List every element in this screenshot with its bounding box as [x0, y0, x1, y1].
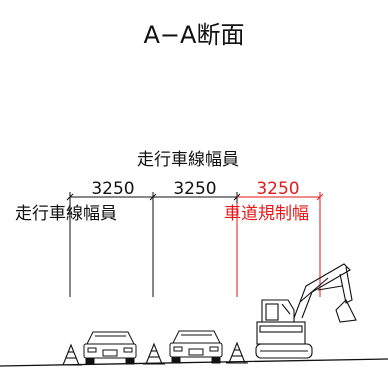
dimension-line	[66, 192, 241, 203]
lane-width-label: 走行車線幅員	[15, 204, 117, 224]
traffic-cone-icon	[226, 341, 248, 364]
dimension-label-1: 3250	[91, 179, 134, 199]
overall-lane-width-label: 走行車線幅員	[137, 150, 239, 170]
traffic-cone-icon	[60, 343, 82, 366]
traffic-cone-icon	[143, 342, 165, 365]
restriction-width-label: 車道規制幅	[224, 204, 309, 224]
car-icon	[169, 330, 223, 364]
dimension-label-3: 3250	[256, 179, 299, 199]
dimension-label-2: 3250	[173, 179, 216, 199]
excavator-icon	[255, 263, 357, 359]
restriction-extension-lines	[236, 203, 321, 297]
car-icon	[83, 331, 137, 365]
road-surface	[0, 358, 388, 367]
restriction-dimension-line	[237, 192, 324, 203]
section-title: A−A断面	[144, 21, 245, 49]
extension-lines	[69, 203, 154, 297]
